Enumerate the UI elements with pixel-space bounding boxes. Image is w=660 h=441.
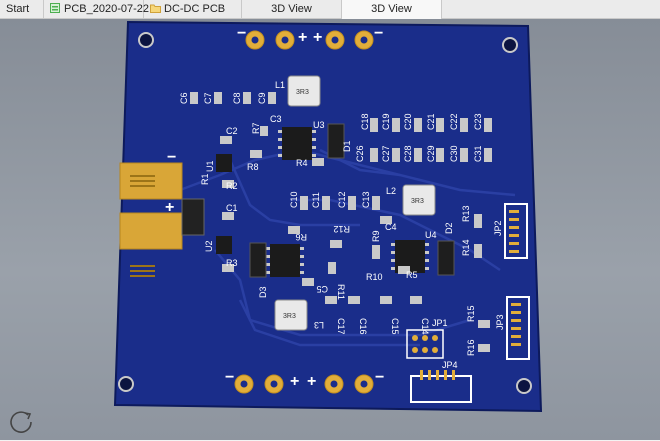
designator: JP2 [493,220,503,236]
tab-3d-view-1[interactable]: 3D View [242,0,342,19]
reference-designators: C6 C7 C8 C9 L1 C3 U3 R7 C2 D1 C18 C19 C2… [179,80,505,370]
input-connector [119,162,183,277]
designator: JP4 [442,360,458,370]
designator: C28 [403,145,413,162]
designator: U3 [313,120,325,130]
designator: R4 [296,158,308,168]
designator: C11 [311,192,321,208]
designator: C29 [426,145,436,162]
inductor-l1-value: 3R3 [296,89,309,96]
silk-minus: − [375,369,384,386]
designator: R6 [295,232,307,242]
designator: C31 [473,145,483,162]
designator: C27 [381,145,391,162]
designator: C15 [390,318,400,335]
document-tab-bar: Start PCB_2020-07-22... DC-DC PCB 3D Vie… [0,0,660,19]
designator: C3 [270,114,282,124]
silk-plus: + [165,199,174,216]
designator: R12 [333,224,350,234]
pcb-board [113,20,543,413]
designator: C17 [336,318,346,335]
smd-components [190,92,492,352]
designator: U2 [204,240,214,252]
designator: L2 [386,186,396,196]
designator: JP3 [495,314,505,330]
tab-project-folder[interactable]: DC-DC PCB [144,0,242,19]
designator: L1 [275,80,285,90]
silk-plus: + [298,29,307,46]
designator: R7 [251,122,261,134]
silk-plus: + [307,373,316,390]
designator: D1 [342,140,352,152]
designator: R15 [466,305,476,322]
designator: C16 [358,318,368,335]
designator: C23 [473,113,483,130]
inductor-l2-value: 3R3 [411,198,424,205]
inductor-l3-value: 3R3 [283,313,296,320]
designator: R5 [406,270,418,280]
designator: C7 [203,92,213,104]
tab-label: 3D View [271,3,312,15]
designator: R2 [226,181,238,191]
designator: R14 [461,239,471,256]
designator: R10 [366,272,383,282]
silk-minus: − [225,369,234,386]
designator: C4 [385,222,397,232]
designator: JP1 [432,318,448,328]
folder-icon [150,1,161,13]
inductors: 3R3 3R3 3R3 [274,75,436,331]
tab-start[interactable]: Start [0,0,44,19]
designator: C20 [403,113,413,130]
designator: D2 [444,222,454,234]
designator: C9 [257,92,267,104]
designator: R8 [247,162,259,172]
designator: R13 [461,205,471,222]
designator: U4 [425,230,437,240]
bottom-power-terminals [234,374,374,394]
designator: C19 [381,113,391,130]
designator: R9 [371,230,381,242]
silk-minus: − [374,25,383,42]
silk-minus: − [167,149,176,166]
silk-plus: + [313,29,322,46]
designator: D3 [258,286,268,298]
designator: C8 [232,92,242,104]
designator: R3 [226,258,238,268]
pin-headers [406,203,530,403]
designator: C10 [289,191,299,208]
designator: C5 [316,284,328,294]
designator: U1 [205,160,215,172]
tab-label: DC-DC PCB [164,3,226,15]
silk-minus: − [237,25,246,42]
silk-plus: + [290,373,299,390]
tab-pcb-file[interactable]: PCB_2020-07-22... [44,0,158,19]
designator: C18 [360,113,370,130]
designator: R11 [336,284,346,300]
designator: C6 [179,92,189,104]
designator: C12 [337,191,347,208]
designator: C22 [449,113,459,130]
designator: C21 [426,113,436,130]
designator: C30 [449,145,459,162]
designator: C26 [355,145,365,162]
reset-view-icon[interactable] [6,406,36,436]
tab-label: 3D View [371,3,412,15]
designator: C1 [226,203,238,213]
top-power-terminals [245,30,374,50]
polarity-marks: − + + − − + + − − + [165,25,384,390]
designator: L3 [314,320,324,330]
designator: C2 [226,126,238,136]
designator: R1 [200,173,210,185]
designator: C14 [420,318,430,335]
tab-label: Start [6,3,30,15]
designator: C13 [361,191,371,208]
tab-label: PCB_2020-07-22... [64,3,159,15]
pcb-file-icon [50,1,60,13]
mounting-holes [118,32,532,394]
tab-3d-view-2[interactable]: 3D View [342,0,442,19]
designator: R16 [466,339,476,356]
